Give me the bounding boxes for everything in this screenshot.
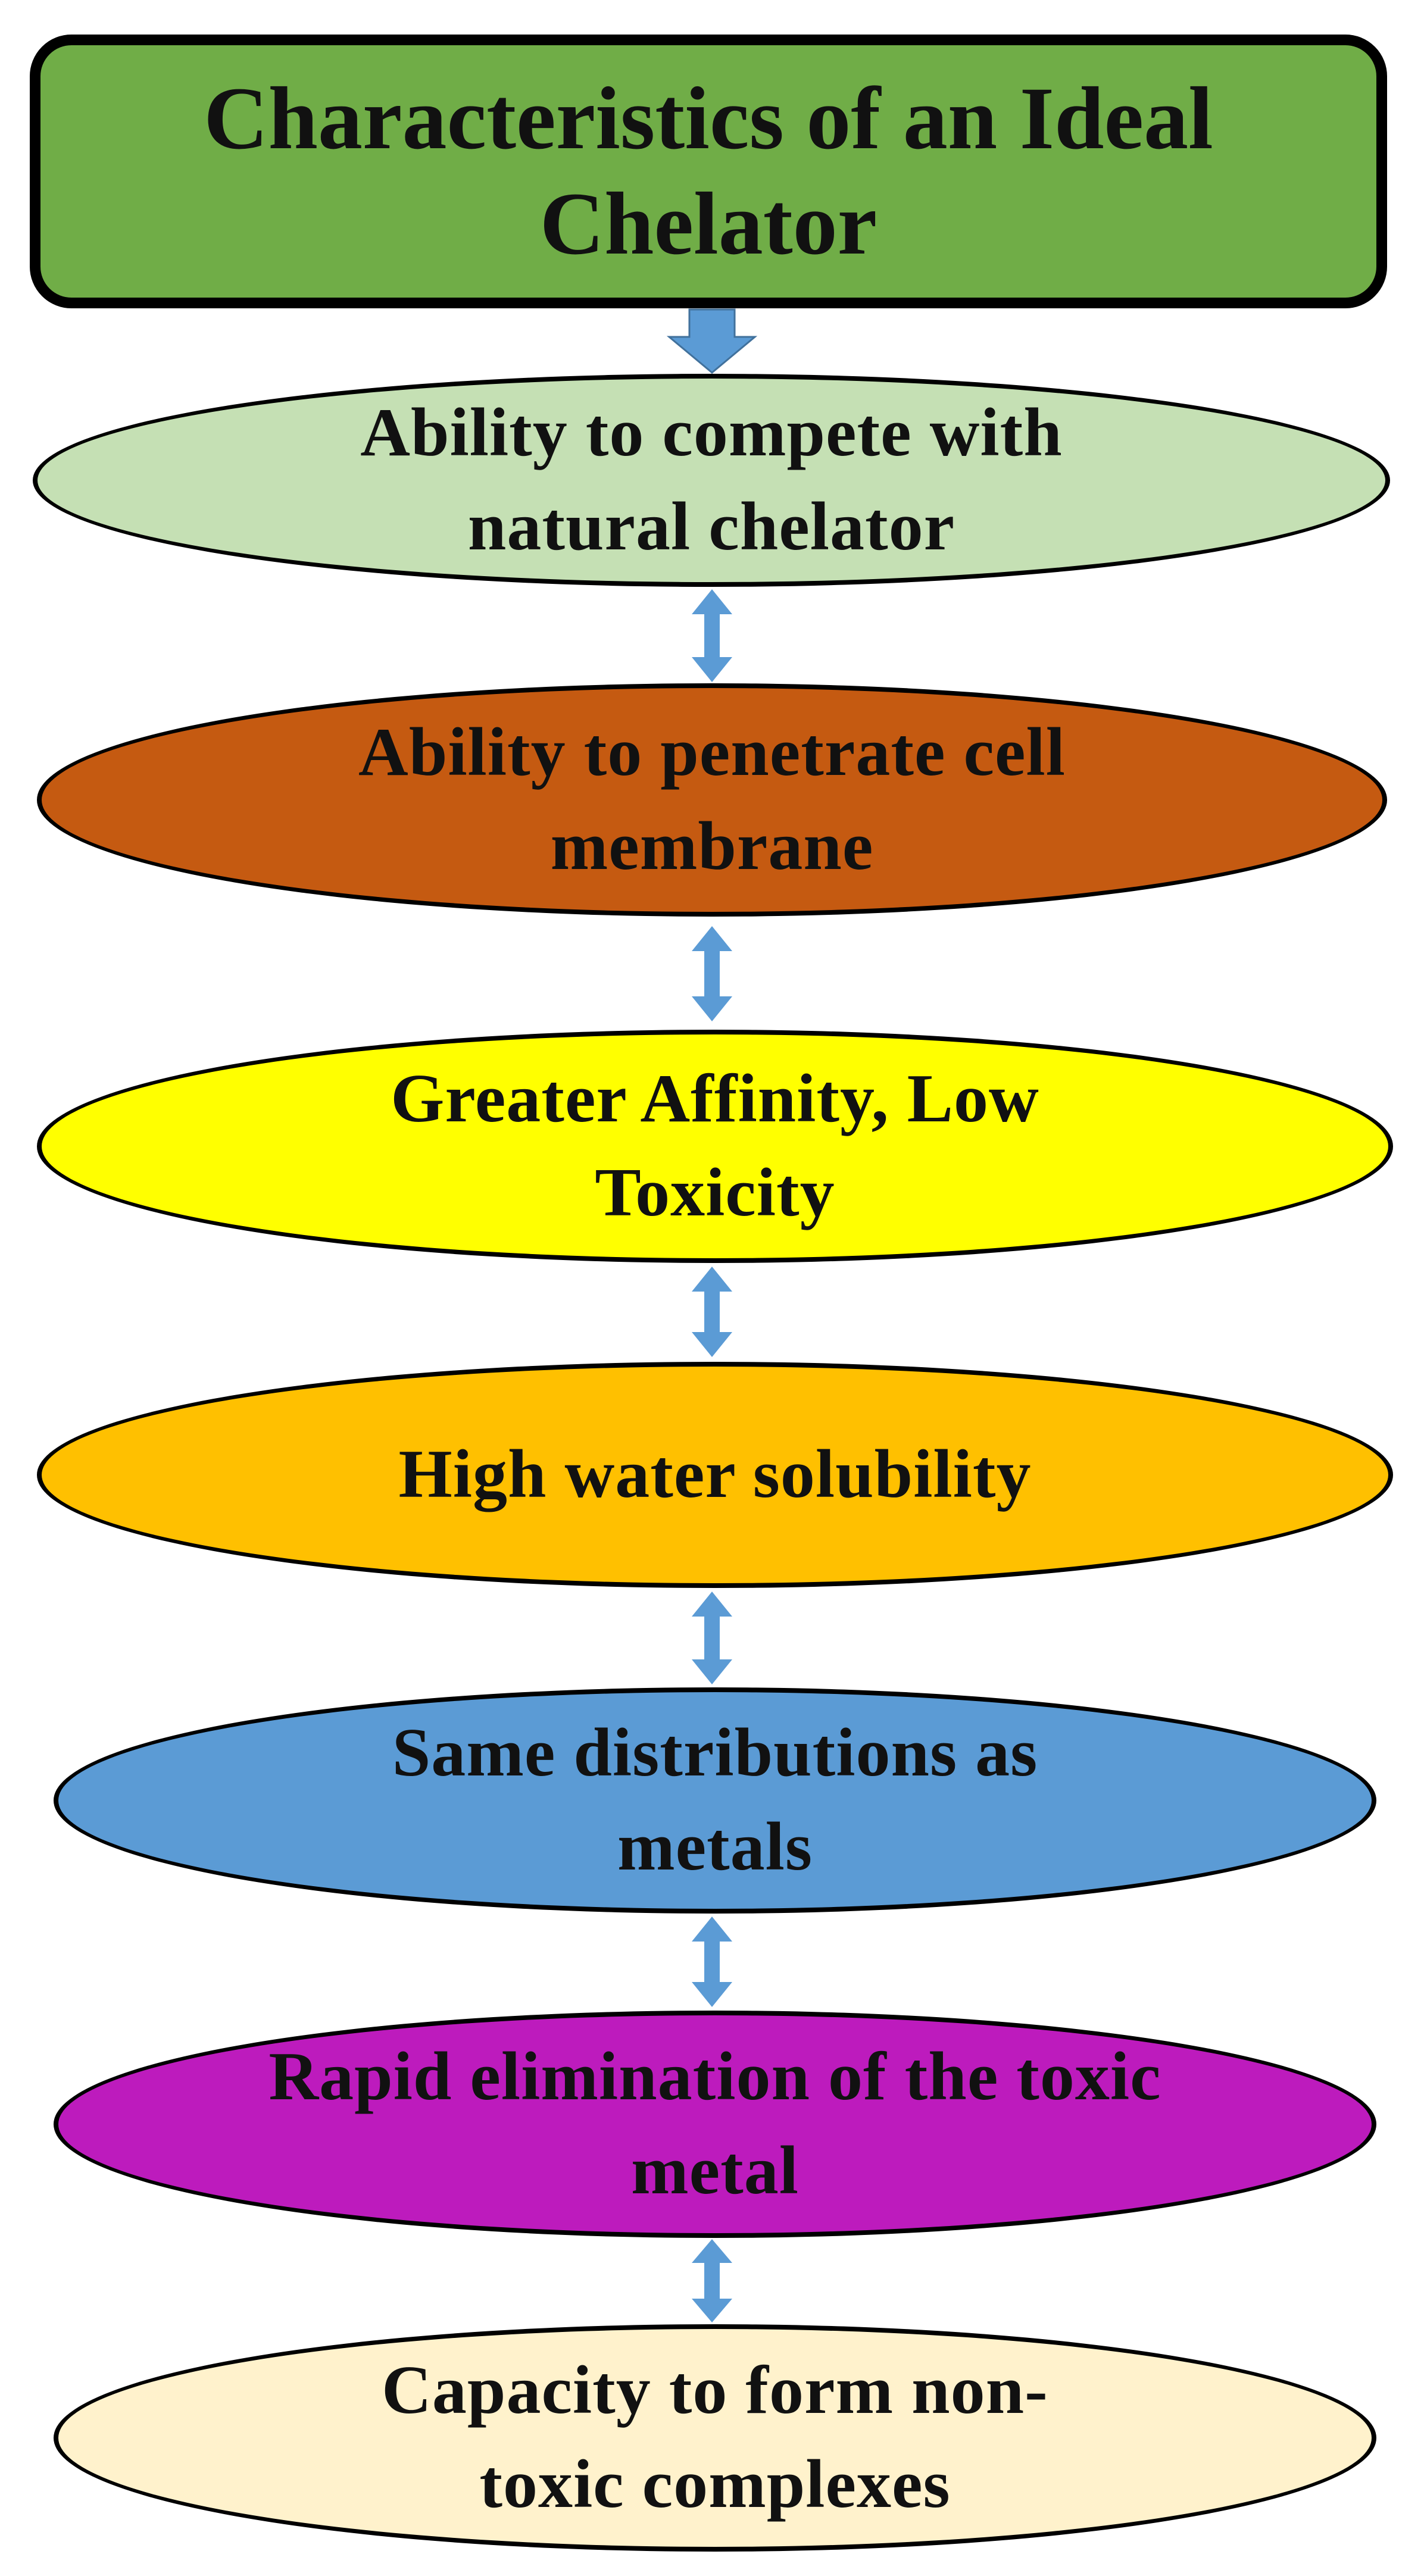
double-arrow-icon xyxy=(692,1267,732,1357)
node-label: Rapid elimination of the toxic metal xyxy=(268,2039,1161,2209)
node-label: High water solubility xyxy=(398,1436,1032,1513)
node-greater-affinity-low-toxicity: Greater Affinity, Low Toxicity xyxy=(37,1030,1393,1263)
node-same-distributions-as-metals: Same distributions as metals xyxy=(54,1687,1376,1914)
diagram-title: Characteristics of an Ideal Chelator xyxy=(204,69,1213,273)
node-compete-natural-chelator: Ability to compete with natural chelator xyxy=(33,374,1390,587)
double-arrow-icon xyxy=(692,2239,732,2322)
double-arrow-icon xyxy=(692,926,732,1021)
double-arrow-icon xyxy=(692,1917,732,2007)
node-capacity-non-toxic-complexes: Capacity to form non-toxic complexes xyxy=(54,2324,1376,2552)
node-label: Capacity to form non-toxic complexes xyxy=(382,2352,1048,2522)
node-label: Ability to penetrate cell membrane xyxy=(358,714,1066,884)
down-arrow-icon xyxy=(666,308,758,374)
node-high-water-solubility: High water solubility xyxy=(37,1362,1393,1588)
node-label: Same distributions as metals xyxy=(392,1715,1038,1885)
title-box: Characteristics of an Ideal Chelator xyxy=(30,35,1387,308)
node-label: Greater Affinity, Low Toxicity xyxy=(391,1061,1039,1231)
node-penetrate-cell-membrane: Ability to penetrate cell membrane xyxy=(37,683,1387,917)
double-arrow-icon xyxy=(692,589,732,682)
node-label: Ability to compete with natural chelator xyxy=(360,395,1063,565)
double-arrow-icon xyxy=(692,1592,732,1684)
node-rapid-elimination-toxic-metal: Rapid elimination of the toxic metal xyxy=(54,2011,1376,2238)
